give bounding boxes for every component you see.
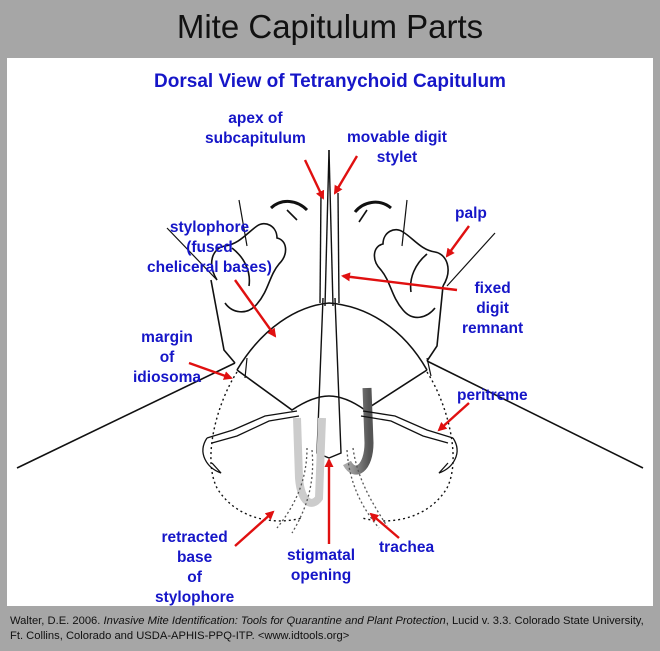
- arrow-fixed-digit: [341, 272, 458, 292]
- arrow-retracted-base: [234, 510, 275, 547]
- arrow-movable-digit: [333, 155, 359, 195]
- label-trachea: trachea: [379, 539, 435, 556]
- arrow-peritreme: [437, 402, 470, 432]
- arrow-apex: [303, 159, 325, 200]
- palp-left: [210, 200, 309, 313]
- stylophore: [236, 302, 428, 411]
- setae: [166, 199, 496, 379]
- credit-prefix: Walter, D.E. 2006.: [10, 615, 104, 627]
- label-palp: palp: [455, 205, 487, 222]
- page-title: Mite Capitulum Parts: [176, 8, 484, 45]
- retracted-stylophore-lobes: [293, 387, 374, 507]
- arrow-palp: [445, 225, 470, 258]
- arrow-stylophore: [234, 279, 277, 338]
- idiosoma-outline: [16, 279, 644, 469]
- capitulum-diagram: [16, 149, 644, 547]
- source-credit: Walter, D.E. 2006. Invasive Mite Identif…: [10, 614, 650, 644]
- peritreme: [202, 410, 458, 474]
- palp-right: [353, 200, 449, 319]
- label-peritreme: peritreme: [457, 387, 528, 404]
- arrow-trachea: [369, 512, 400, 539]
- diagram-title: Dorsal View of Tetranychoid Capitulum: [154, 71, 506, 92]
- pointer-arrows: [188, 155, 470, 547]
- retracted-base-outline: [210, 371, 454, 522]
- credit-suffix: , Lucid v. 3.3. Colorado State Universit…: [10, 615, 644, 642]
- diagram-panel: Dorsal View of Tetranychoid Capitulum ap…: [7, 58, 653, 606]
- credit-title: Invasive Mite Identification: Tools for …: [103, 615, 446, 627]
- arrow-margin: [188, 361, 233, 380]
